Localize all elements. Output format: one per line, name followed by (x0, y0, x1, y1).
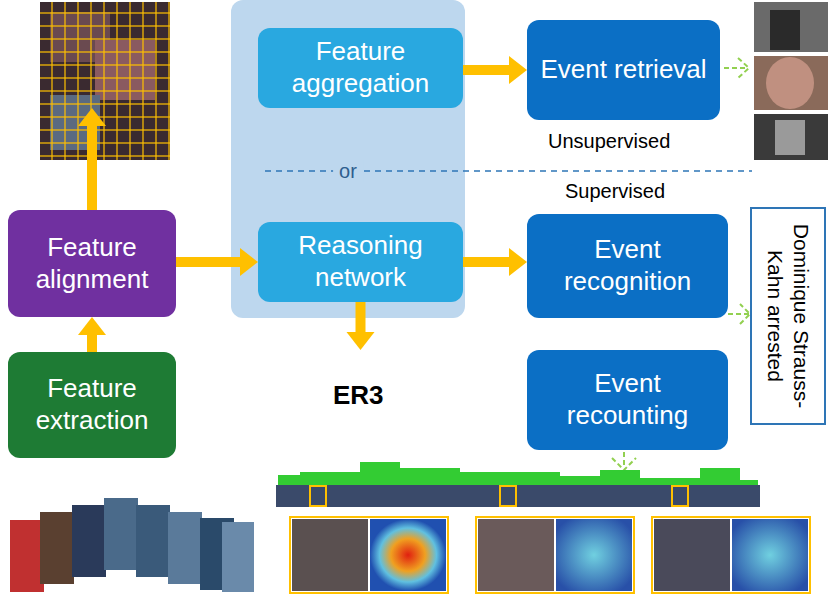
flow-arrow (78, 317, 106, 352)
flow-arrow (78, 108, 106, 210)
process-box: Event retrieval (527, 20, 720, 120)
node-text: Event recounting (527, 368, 728, 431)
process-box: Feature extraction (8, 352, 176, 458)
process-box: Feature aggregation (258, 28, 463, 108)
node-text: Feature alignment (8, 232, 176, 295)
flow-arrow (463, 248, 527, 276)
node-text: Dominique Strauss-Kahn arrested (762, 215, 813, 417)
node-text: or (333, 160, 363, 182)
result-box: Dominique Strauss-Kahn arrested (750, 207, 826, 425)
process-box: Event recognition (527, 214, 728, 318)
arrow-head (78, 317, 106, 335)
arrow-head (740, 304, 750, 324)
node-text: Feature extraction (8, 373, 176, 436)
arrow-head (509, 248, 527, 276)
arrow-head (347, 332, 375, 350)
mode-label: Unsupervised (548, 130, 670, 153)
connector-line (87, 335, 97, 352)
flow-arrow (176, 248, 258, 276)
connector-line (176, 257, 240, 267)
node-text: Feature aggregation (258, 36, 463, 99)
mode-label: Supervised (565, 180, 665, 203)
retrieved-images (754, 2, 828, 160)
node-text: Event retrieval (532, 54, 714, 86)
flow-arrow (728, 304, 750, 324)
node-text: Reasoning network (258, 230, 463, 293)
group-panel-bg (231, 0, 465, 318)
timeline-strip (276, 462, 760, 507)
grid-frame-image (40, 2, 170, 160)
group-panel: or Feature aggregationReasoning network (231, 0, 465, 318)
connector-line (356, 302, 366, 332)
connector-line (87, 126, 97, 210)
process-box: Event recounting (527, 350, 728, 450)
node-text: Event recognition (527, 234, 728, 297)
video-frames (10, 498, 254, 592)
arrow-head (509, 56, 527, 84)
flow-arrow (463, 56, 527, 84)
connector-line (728, 313, 750, 315)
process-box: Feature alignment (8, 210, 176, 317)
arrow-head (78, 108, 106, 126)
process-box: Reasoning network (258, 222, 463, 302)
flow-arrow (347, 302, 375, 350)
arrow-head (240, 248, 258, 276)
title-label: ER3 (333, 380, 384, 411)
connector-line (463, 257, 509, 267)
connector-line (463, 65, 509, 75)
heatmap-thumbnails (290, 517, 810, 593)
